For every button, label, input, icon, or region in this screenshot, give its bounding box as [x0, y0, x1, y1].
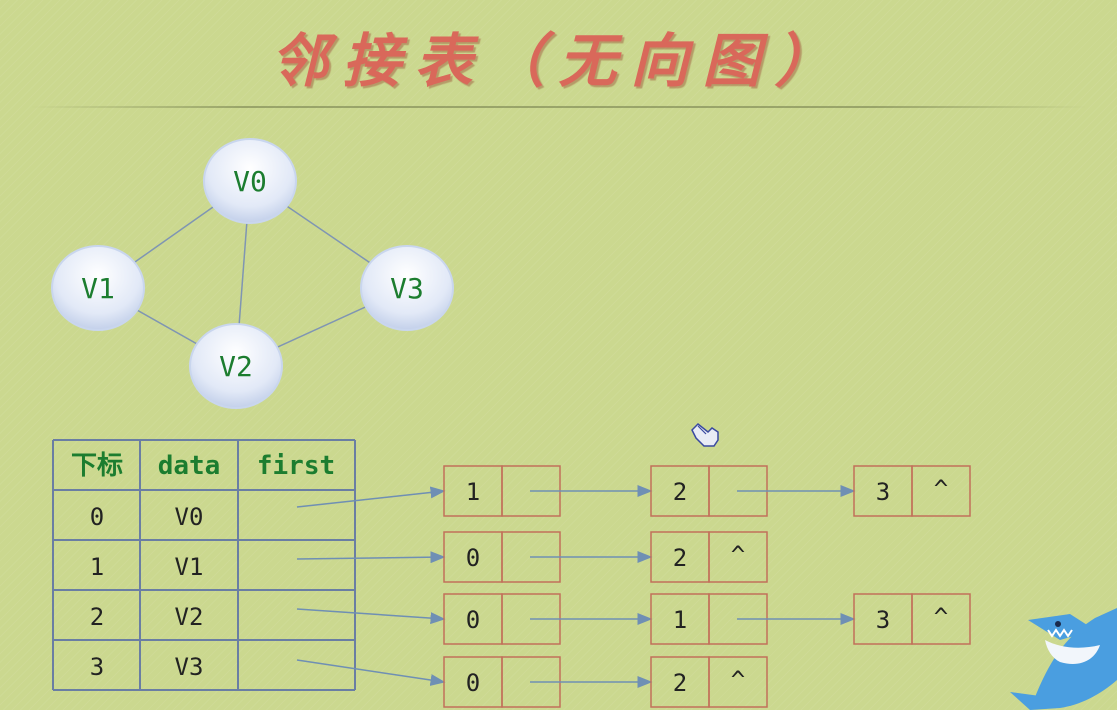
node-label: V1 — [81, 272, 115, 305]
node-value: 1 — [673, 606, 687, 634]
null-pointer-mark: ^ — [731, 666, 745, 694]
list-node: 3^ — [853, 465, 971, 517]
list-node: 2^ — [650, 656, 768, 708]
node-label: V0 — [233, 165, 267, 198]
row-data: V3 — [175, 653, 204, 681]
node-next-cell — [708, 531, 768, 583]
node-value: 0 — [466, 606, 480, 634]
node-value: 0 — [466, 544, 480, 572]
list-node: 2^ — [650, 531, 768, 583]
node-circle — [189, 323, 283, 409]
graph-node: V3 — [360, 245, 454, 331]
graph-node: V0 — [203, 138, 297, 224]
null-pointer-mark: ^ — [934, 475, 948, 503]
node-circle — [51, 245, 145, 331]
first-pointer-arrow — [296, 486, 446, 508]
first-pointer-arrow — [296, 608, 446, 625]
row-index: 1 — [90, 553, 104, 581]
first-pointer-arrow — [296, 659, 446, 686]
node-value: 2 — [673, 478, 687, 506]
list-node: 3^ — [853, 593, 971, 645]
null-pointer-mark: ^ — [731, 541, 745, 569]
row-data: V0 — [175, 503, 204, 531]
node-label: V3 — [390, 272, 424, 305]
node-value: 0 — [466, 669, 480, 697]
node-value: 1 — [466, 478, 480, 506]
header-first: first — [257, 451, 335, 481]
row-index: 2 — [90, 603, 104, 631]
list-node: 0 — [443, 531, 561, 583]
row-data: V1 — [175, 553, 204, 581]
node-value: 3 — [876, 606, 890, 634]
node-label: V2 — [219, 350, 253, 383]
list-node: 1 — [650, 593, 768, 645]
null-pointer-mark: ^ — [934, 603, 948, 631]
node-next-cell — [911, 593, 971, 645]
row-index: 3 — [90, 653, 104, 681]
first-pointer-arrow — [296, 551, 446, 564]
node-circle — [360, 245, 454, 331]
header-index: 下标 — [71, 451, 123, 481]
node-value: 3 — [876, 478, 890, 506]
graph-node: V2 — [189, 323, 283, 409]
node-circle — [203, 138, 297, 224]
node-next-cell — [911, 465, 971, 517]
header-data: data — [158, 451, 221, 481]
node-value: 2 — [673, 544, 687, 572]
hand-cursor-icon — [691, 422, 719, 447]
vertex-table: 下标 data first 0 V0 1 V1 2 V2 3 V3 — [52, 439, 356, 691]
row-data: V2 — [175, 603, 204, 631]
graph-node: V1 — [51, 245, 145, 331]
node-next-cell — [708, 656, 768, 708]
shark-mascot-icon — [1010, 608, 1117, 710]
node-value: 2 — [673, 669, 687, 697]
slide-title: 邻接表（无向图） — [270, 27, 847, 95]
title-divider — [30, 106, 1087, 108]
row-index: 0 — [90, 503, 104, 531]
